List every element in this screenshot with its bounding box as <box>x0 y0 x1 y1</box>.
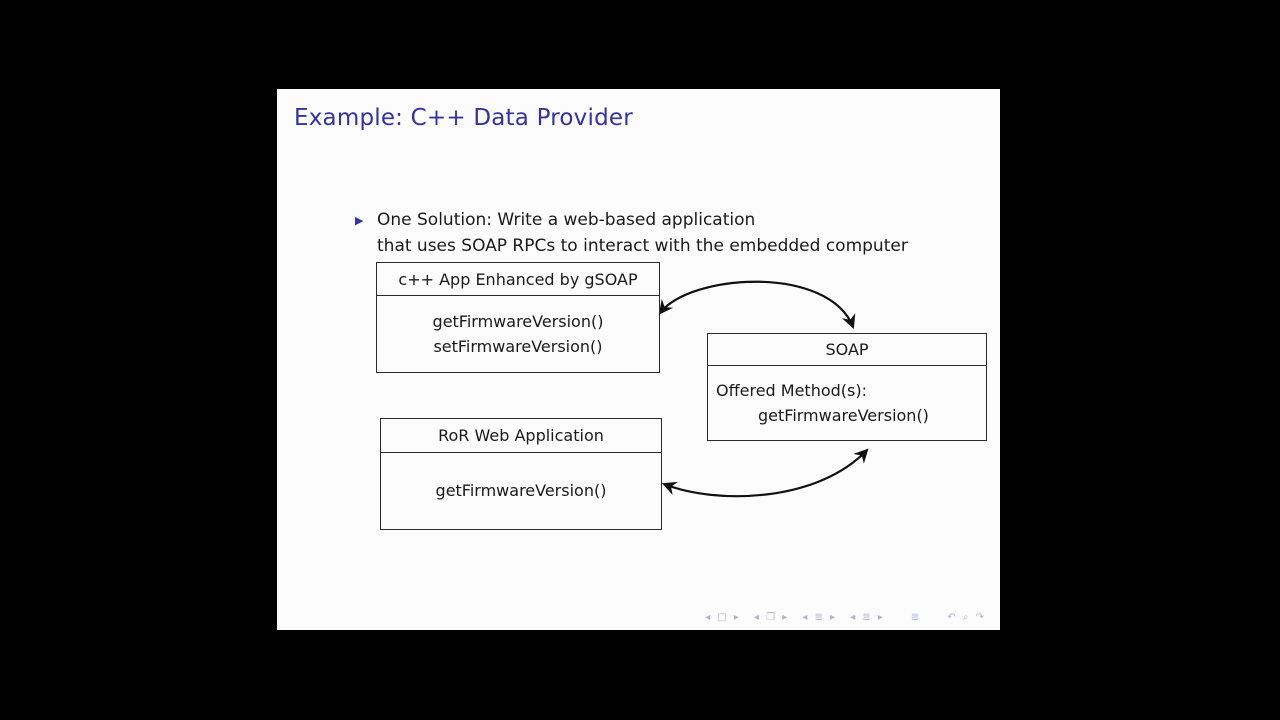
bullet-item: ▶ One Solution: Write a web-based applic… <box>355 207 955 259</box>
ror-web-app-box-header: RoR Web Application <box>381 419 661 453</box>
bullet-triangle-icon: ▶ <box>355 214 364 227</box>
cpp-app-box-header: c++ App Enhanced by gSOAP <box>377 263 659 296</box>
slide-title: Example: C++ Data Provider <box>294 105 633 131</box>
nav-section-controls[interactable]: ◂ ≣ ▸ <box>850 612 885 623</box>
nav-presentation-icon[interactable]: ≣ <box>910 612 922 623</box>
cpp-app-method: getFirmwareVersion() <box>432 311 604 331</box>
cpp-app-box: c++ App Enhanced by gSOAP getFirmwareVer… <box>376 262 660 373</box>
soap-box-header: SOAP <box>708 334 986 366</box>
ror-web-app-box: RoR Web Application getFirmwareVersion() <box>380 418 662 530</box>
soap-method: getFirmwareVersion() <box>758 405 929 425</box>
beamer-navigation-bar: ◂ □ ▸ ◂ ❐ ▸ ◂ ≣ ▸ ◂ ≣ ▸ ≣ ↶ ⌕ ↷ <box>692 612 986 623</box>
presentation-slide: Example: C++ Data Provider ▶ One Solutio… <box>277 89 1000 630</box>
nav-frame-controls[interactable]: ◂ ❐ ▸ <box>753 612 790 623</box>
nav-back-search-forward[interactable]: ↶ ⌕ ↷ <box>947 612 986 623</box>
ror-method: getFirmwareVersion() <box>435 481 607 500</box>
arrow-ror-soap <box>662 448 869 498</box>
soap-box: SOAP Offered Method(s): getFirmwareVersi… <box>707 333 987 441</box>
bullet-line-1: One Solution: Write a web-based applicat… <box>377 210 756 230</box>
bullet-line-2: that uses SOAP RPCs to interact with the… <box>377 236 908 256</box>
nav-subsection-controls[interactable]: ◂ ≣ ▸ <box>802 612 838 623</box>
nav-slide-controls[interactable]: ◂ □ ▸ <box>705 612 741 623</box>
soap-offered-label: Offered Method(s): <box>716 380 867 400</box>
arrow-cpp-soap <box>658 280 856 329</box>
cpp-app-method: setFirmwareVersion() <box>433 336 603 356</box>
